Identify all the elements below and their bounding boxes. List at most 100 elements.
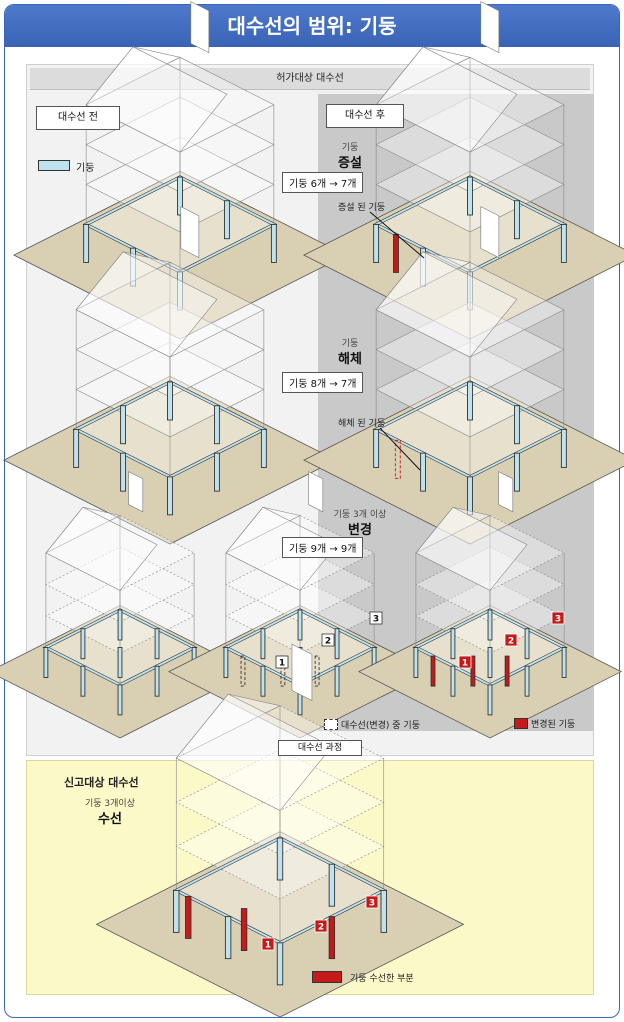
column (167, 476, 173, 516)
changed-column (470, 655, 476, 687)
column (394, 439, 401, 479)
column (83, 223, 90, 263)
chimney (190, 1, 210, 54)
column (524, 628, 530, 660)
column (450, 665, 456, 697)
column (154, 665, 160, 697)
column (120, 405, 126, 445)
process-label: 대수선 과정 (278, 740, 362, 756)
changed-legend-label: 변경된 기둥 (531, 720, 576, 730)
marker-label: 2 (318, 923, 324, 933)
marker-label: 3 (369, 899, 375, 909)
chimney (128, 471, 144, 513)
column (514, 200, 520, 240)
row1-count-chip: 기둥 6개 → 7개 (282, 172, 364, 193)
column (43, 646, 49, 678)
marker-1 (458, 655, 472, 669)
marker-label: 1 (462, 659, 468, 669)
column (467, 381, 473, 421)
row2-small: 기둥 (341, 339, 359, 349)
column (487, 684, 493, 716)
column (214, 405, 220, 445)
chimney (291, 643, 313, 701)
column (560, 223, 567, 263)
after-label: 대수선 후 (326, 104, 404, 128)
column (120, 452, 126, 492)
column (467, 476, 473, 516)
column (167, 381, 173, 421)
column (314, 655, 320, 687)
changed-column (504, 655, 510, 687)
chimney (480, 1, 500, 54)
column-swatch (38, 160, 70, 171)
column (224, 200, 230, 240)
row2-annotation: 해체 된 기둥 (338, 419, 386, 429)
marker-1 (261, 937, 275, 951)
roof-slope (85, 46, 228, 153)
changed-column (240, 908, 248, 952)
column (80, 665, 86, 697)
changing-swatch (324, 719, 338, 730)
column (260, 428, 267, 468)
panel-header: 허가대상 대수선 (30, 68, 590, 90)
column (560, 428, 567, 468)
column (328, 863, 336, 907)
column (214, 452, 220, 492)
repair-legend-label: 기둥 수선한 부분 (350, 974, 414, 984)
row2-big: 해체 (338, 352, 362, 367)
column (524, 665, 530, 697)
changed-column (328, 916, 336, 960)
column (487, 609, 493, 641)
column (561, 646, 567, 678)
column (514, 405, 520, 445)
roof-slope (45, 506, 158, 591)
marker-1 (275, 655, 289, 669)
row1-big: 증설 (338, 156, 362, 171)
row3-big: 변경 (348, 523, 372, 538)
chimney (480, 206, 500, 259)
column (276, 837, 284, 881)
row1-small: 기둥 (341, 143, 359, 153)
roof-slope (375, 46, 518, 153)
marker-2 (314, 919, 328, 933)
column (380, 889, 387, 933)
row1-annotation: 증설 된 기둥 (338, 203, 386, 213)
column (260, 665, 266, 697)
marker-2 (504, 633, 518, 647)
column (467, 176, 473, 216)
annotation-arrow (379, 427, 421, 471)
roof-slope (175, 693, 333, 811)
marker-3 (551, 611, 565, 625)
marker-label: 3 (555, 615, 561, 625)
roof-slope (75, 251, 218, 358)
before-label: 대수선 전 (36, 106, 120, 130)
column (514, 452, 520, 492)
column-legend-label: 기둥 (76, 163, 95, 174)
column (297, 609, 303, 641)
report-big: 수선 (98, 812, 122, 827)
column (177, 176, 183, 216)
roof-slope (375, 251, 518, 358)
chimney (498, 471, 514, 513)
column (173, 889, 180, 933)
changed-column (185, 896, 192, 939)
annotation-arrow (369, 211, 425, 259)
column (270, 223, 277, 263)
marker-label: 3 (373, 615, 379, 625)
report-small: 기둥 3개이상 (85, 799, 135, 809)
column (80, 628, 86, 660)
column (154, 628, 160, 660)
column (117, 646, 123, 678)
row3-small: 기둥 3개 이상 (333, 510, 387, 520)
row2-count-chip: 기둥 8개 → 7개 (282, 372, 364, 393)
repair-swatch (312, 971, 342, 983)
chimney (180, 206, 200, 259)
column (373, 223, 380, 263)
column (420, 452, 426, 492)
column (117, 684, 123, 716)
chimney (308, 471, 324, 513)
report-title: 신고대상 대수선 (64, 776, 139, 789)
column (373, 428, 380, 468)
page-title: 대수선의 범위: 기둥 (5, 5, 619, 47)
marker-2 (321, 633, 335, 647)
